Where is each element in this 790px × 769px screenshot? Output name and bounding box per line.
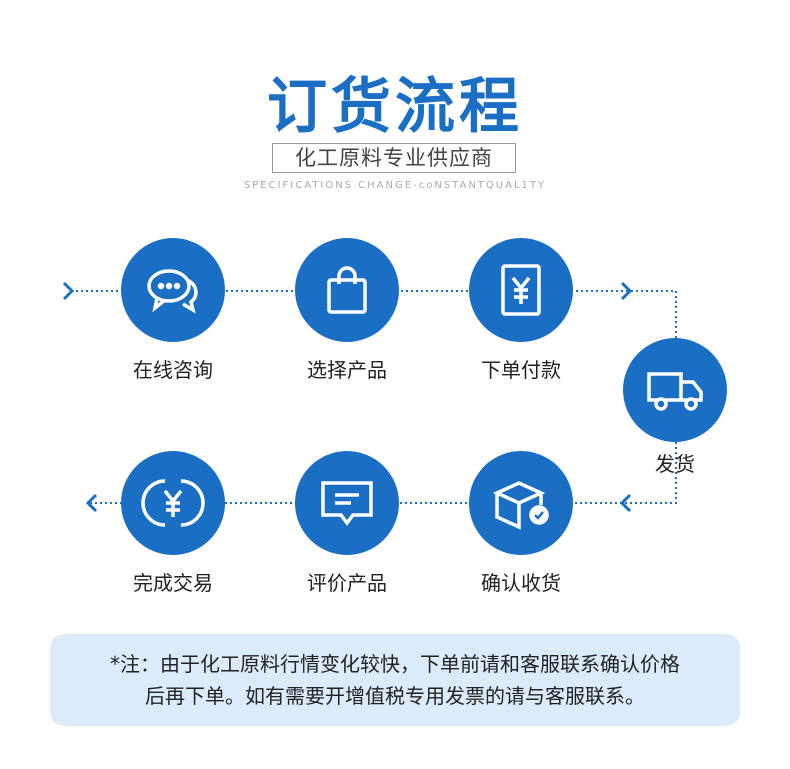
yen-cycle-icon bbox=[141, 479, 205, 527]
step-online-consult bbox=[121, 238, 225, 342]
step-label: 评价产品 bbox=[307, 571, 387, 595]
step-label: 确认收货 bbox=[481, 571, 561, 595]
comment-icon bbox=[321, 481, 373, 526]
chevron-left-icon bbox=[619, 493, 632, 513]
step-order-pay bbox=[469, 238, 573, 342]
tagline: SPECIFICATIONS CHANGE-coNSTANTQUAL1TY bbox=[243, 180, 547, 191]
step-confirm-receipt bbox=[469, 451, 573, 555]
step-label: 选择产品 bbox=[307, 358, 387, 382]
yen-bill-icon bbox=[501, 264, 541, 316]
step-review-product bbox=[295, 451, 399, 555]
chevron-right-icon bbox=[62, 281, 75, 301]
package-check-icon bbox=[492, 481, 549, 530]
step-label: 完成交易 bbox=[133, 571, 213, 595]
subtitle: 化工原料专业供应商 bbox=[272, 143, 516, 173]
page-title: 订货流程 bbox=[267, 72, 523, 142]
note-line-2: 后再下单。如有需要开增值税专用发票的请与客服联系。 bbox=[145, 684, 645, 708]
step-label: 发货 bbox=[655, 452, 695, 476]
note-box: *注：由于化工原料行情变化较快，下单前请和客服联系确认价格 后再下单。如有需要开… bbox=[50, 634, 740, 726]
chevron-right-icon bbox=[620, 281, 633, 301]
step-label: 下单付款 bbox=[481, 358, 561, 382]
shopping-bag-icon bbox=[327, 266, 367, 314]
step-select-product bbox=[295, 238, 399, 342]
chevron-left-icon bbox=[85, 493, 98, 513]
step-ship bbox=[623, 338, 727, 442]
note-line-1: *注：由于化工原料行情变化较快，下单前请和客服联系确认价格 bbox=[110, 652, 680, 676]
chat-bubbles-icon bbox=[147, 269, 198, 314]
truck-icon bbox=[647, 372, 703, 411]
step-complete-deal bbox=[121, 451, 225, 555]
step-label: 在线咨询 bbox=[133, 358, 213, 382]
